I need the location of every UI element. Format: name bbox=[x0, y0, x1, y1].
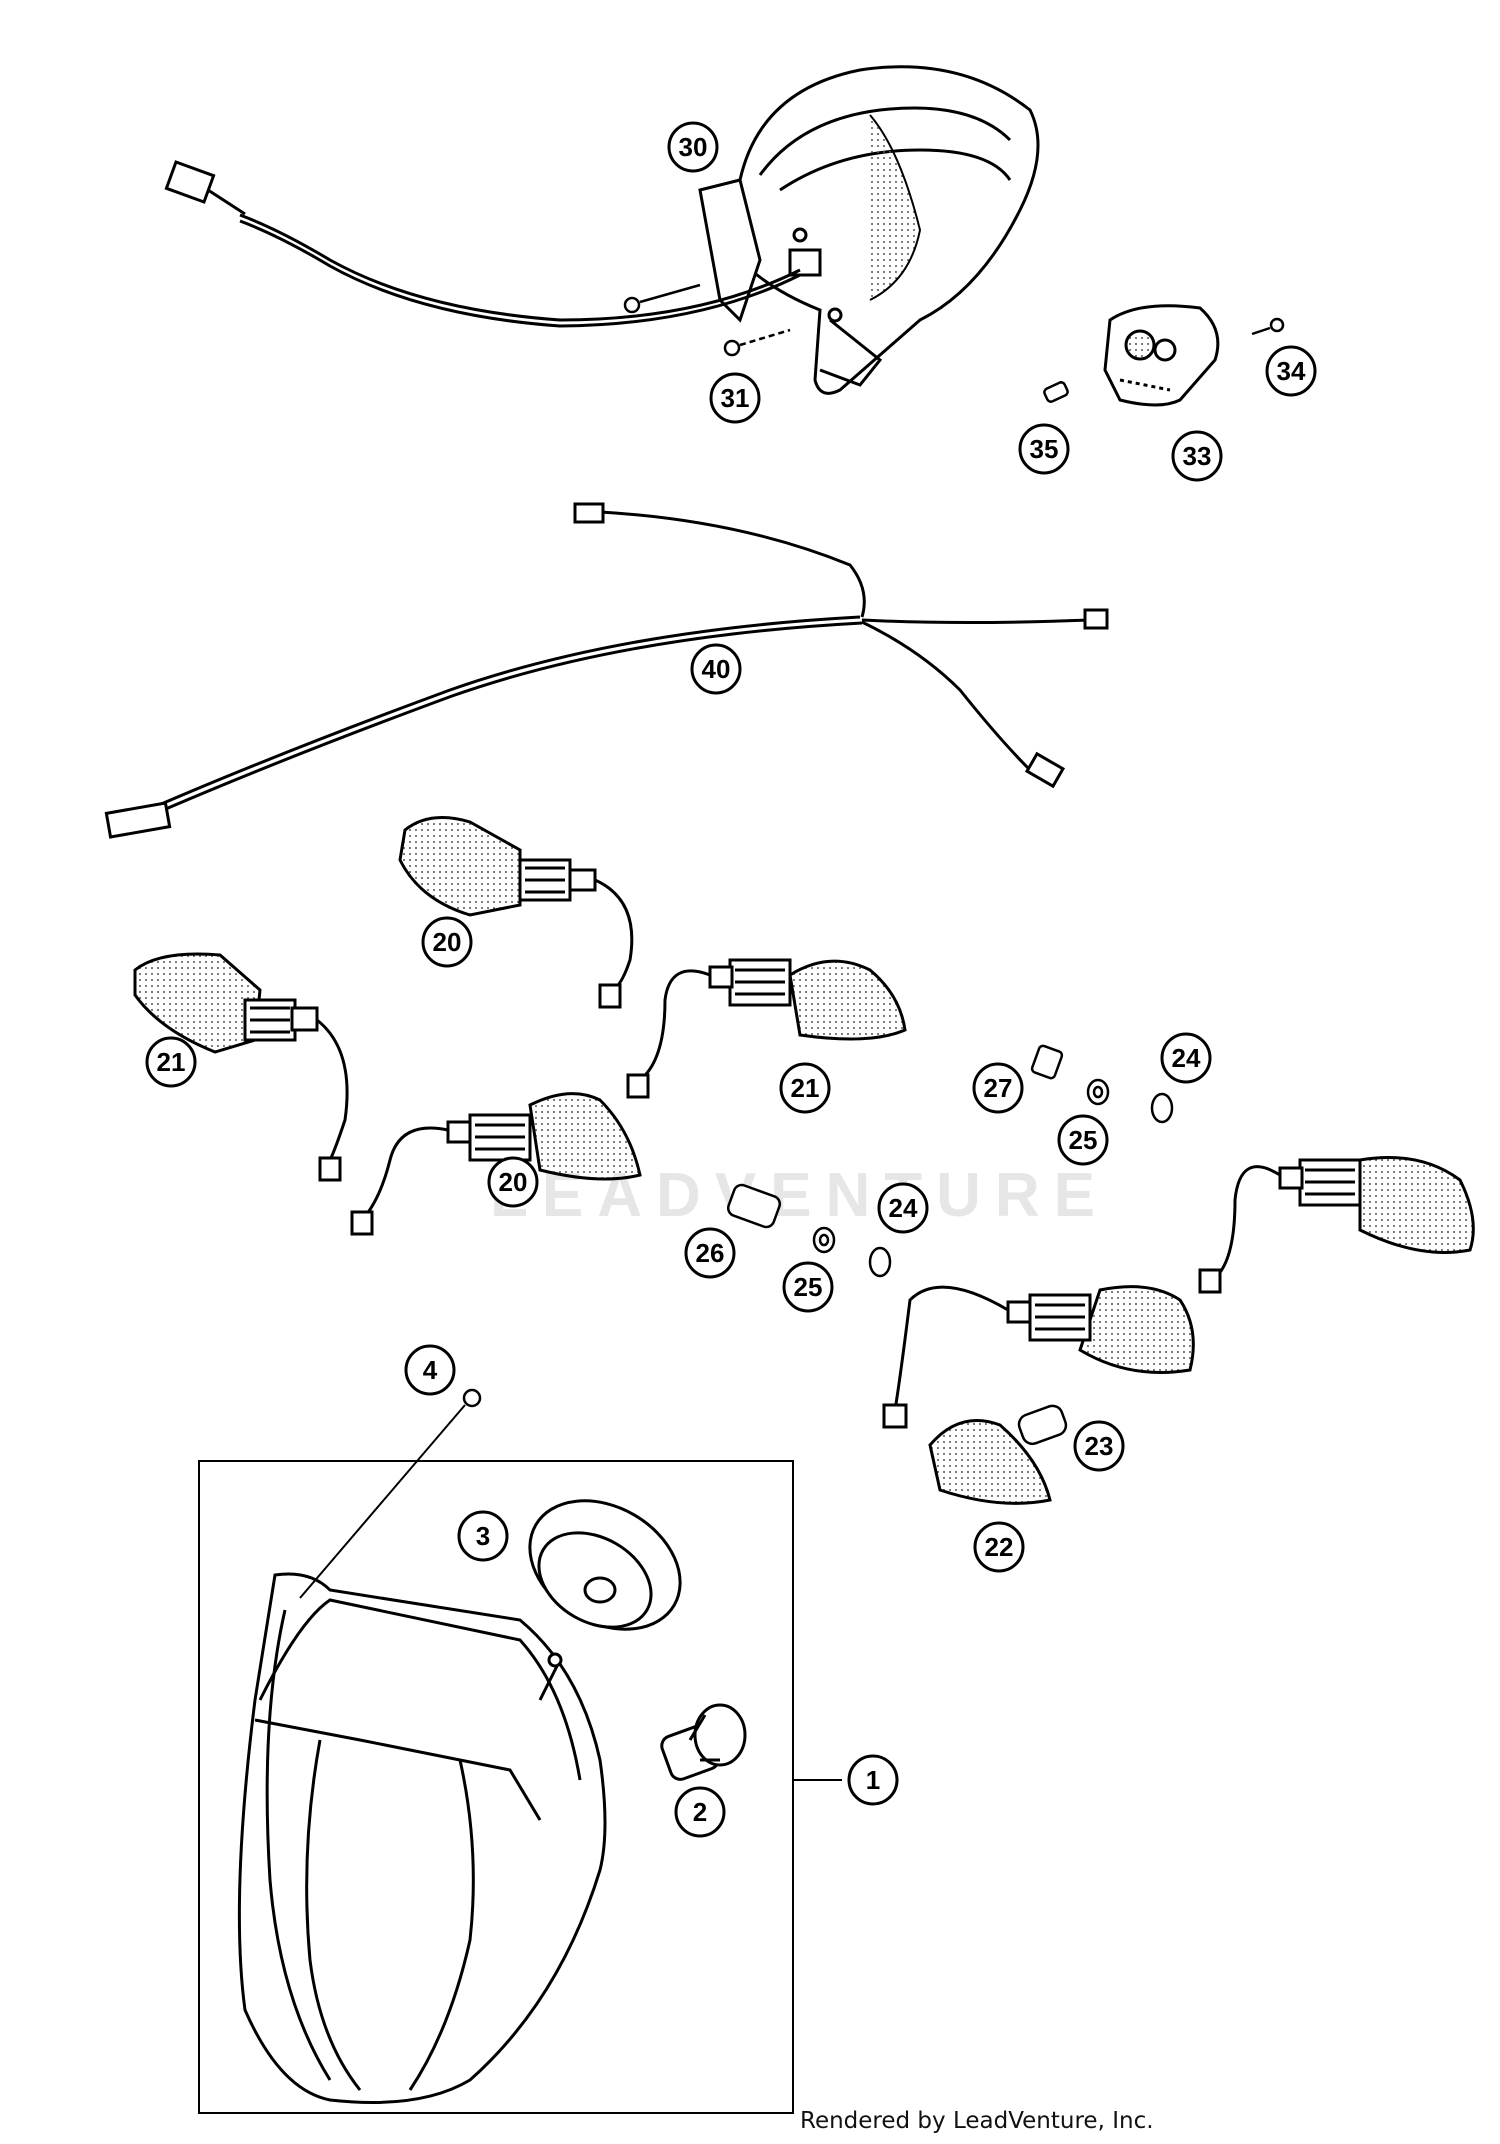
screw-part bbox=[1251, 317, 1285, 336]
callout-circle bbox=[421, 916, 473, 968]
callout-circle bbox=[782, 1261, 834, 1313]
callout-circle bbox=[1171, 430, 1223, 482]
callout-label: 25 bbox=[794, 1272, 823, 1302]
callout-22: 22 bbox=[973, 1521, 1025, 1573]
washer-part bbox=[812, 1078, 1174, 1278]
callout-label: 22 bbox=[985, 1532, 1014, 1562]
callout-circle bbox=[779, 1062, 831, 1114]
callout-40: 40 bbox=[690, 643, 742, 695]
bulb-part bbox=[1043, 381, 1069, 403]
turn-signal-far-right bbox=[1198, 1156, 1475, 1294]
headlight-housing bbox=[237, 1572, 607, 2104]
callout-circle bbox=[145, 1036, 197, 1088]
callout-circle bbox=[1018, 423, 1070, 475]
callout-label: 33 bbox=[1183, 441, 1212, 471]
callout-label: 2 bbox=[693, 1797, 707, 1827]
callout-label: 20 bbox=[499, 1167, 528, 1197]
callout-circle bbox=[709, 372, 761, 424]
callout-30: 30 bbox=[667, 121, 719, 173]
turn-signal-upper-left bbox=[398, 816, 634, 1009]
callout-label: 25 bbox=[1069, 1125, 1098, 1155]
callout-25: 25 bbox=[1057, 1114, 1109, 1166]
callout-label: 31 bbox=[721, 383, 750, 413]
callout-4: 4 bbox=[404, 1344, 456, 1396]
callout-label: 3 bbox=[476, 1521, 490, 1551]
turn-signal-lower-right bbox=[882, 1285, 1195, 1429]
bulb-part bbox=[1017, 1404, 1068, 1446]
nut-part bbox=[1030, 1044, 1064, 1080]
callout-circle bbox=[1073, 1420, 1125, 1472]
callout-label: 27 bbox=[984, 1073, 1013, 1103]
callout-1: 1 bbox=[847, 1754, 899, 1806]
callout-circle bbox=[690, 643, 742, 695]
callout-21: 21 bbox=[145, 1036, 197, 1088]
callout-label: 24 bbox=[889, 1193, 918, 1223]
callout-circle bbox=[1057, 1114, 1109, 1166]
callout-label: 4 bbox=[423, 1355, 438, 1385]
callout-24: 24 bbox=[1160, 1032, 1212, 1084]
callout-label: 35 bbox=[1030, 434, 1059, 464]
callout-label: 26 bbox=[696, 1238, 725, 1268]
callout-33: 33 bbox=[1171, 430, 1223, 482]
callout-circle bbox=[674, 1786, 726, 1838]
callout-24: 24 bbox=[877, 1182, 929, 1234]
callout-31: 31 bbox=[709, 372, 761, 424]
wiring-harness bbox=[104, 502, 1109, 839]
callout-circle bbox=[487, 1156, 539, 1208]
headlight-reflector-cover bbox=[528, 1499, 682, 1631]
callout-circle bbox=[847, 1754, 899, 1806]
callout-3: 3 bbox=[457, 1510, 509, 1562]
callout-23: 23 bbox=[1073, 1420, 1125, 1472]
callout-label: 34 bbox=[1277, 356, 1306, 386]
callout-2: 2 bbox=[674, 1786, 726, 1838]
callout-label: 40 bbox=[702, 654, 731, 684]
screw-part bbox=[623, 283, 791, 357]
callout-label: 24 bbox=[1172, 1043, 1201, 1073]
callout-label: 23 bbox=[1085, 1431, 1114, 1461]
callout-26: 26 bbox=[684, 1227, 736, 1279]
headlight-bulb bbox=[660, 1703, 747, 1781]
screw-part bbox=[299, 1388, 482, 1599]
callout-25: 25 bbox=[782, 1261, 834, 1313]
socket-part bbox=[726, 1183, 782, 1229]
render-credit: Rendered by LeadVenture, Inc. bbox=[800, 2108, 1154, 2134]
callout-circle bbox=[457, 1510, 509, 1562]
headlight-frame-box bbox=[198, 1460, 842, 2114]
callout-27: 27 bbox=[972, 1062, 1024, 1114]
callouts-layer: 30 31 33 34 35 40 20 21 21 20 27 24 25 26 24 25 4 3 23 22 1 2 bbox=[145, 121, 1317, 1838]
turn-signal-lens bbox=[928, 1419, 1052, 1505]
callout-circle bbox=[877, 1182, 929, 1234]
callout-35: 35 bbox=[1018, 423, 1070, 475]
callout-34: 34 bbox=[1265, 345, 1317, 397]
callout-20: 20 bbox=[421, 916, 473, 968]
callout-circle bbox=[972, 1062, 1024, 1114]
turn-signal-left bbox=[133, 952, 349, 1182]
tail-light-wire bbox=[164, 160, 801, 328]
callout-20: 20 bbox=[487, 1156, 539, 1208]
turn-signal-center-lower bbox=[350, 1092, 642, 1236]
license-plate-light bbox=[1103, 304, 1220, 407]
callout-label: 20 bbox=[433, 927, 462, 957]
callout-circle bbox=[973, 1521, 1025, 1573]
turn-signal-center-right bbox=[626, 958, 907, 1099]
callout-circle bbox=[404, 1344, 456, 1396]
callout-21: 21 bbox=[779, 1062, 831, 1114]
callout-label: 21 bbox=[791, 1073, 820, 1103]
callout-circle bbox=[1265, 345, 1317, 397]
callout-circle bbox=[1160, 1032, 1212, 1084]
callout-circle bbox=[684, 1227, 736, 1279]
callout-circle bbox=[667, 121, 719, 173]
callout-label: 30 bbox=[679, 132, 708, 162]
callout-label: 1 bbox=[866, 1765, 880, 1795]
callout-label: 21 bbox=[157, 1047, 186, 1077]
tail-light-assembly bbox=[698, 65, 1040, 395]
